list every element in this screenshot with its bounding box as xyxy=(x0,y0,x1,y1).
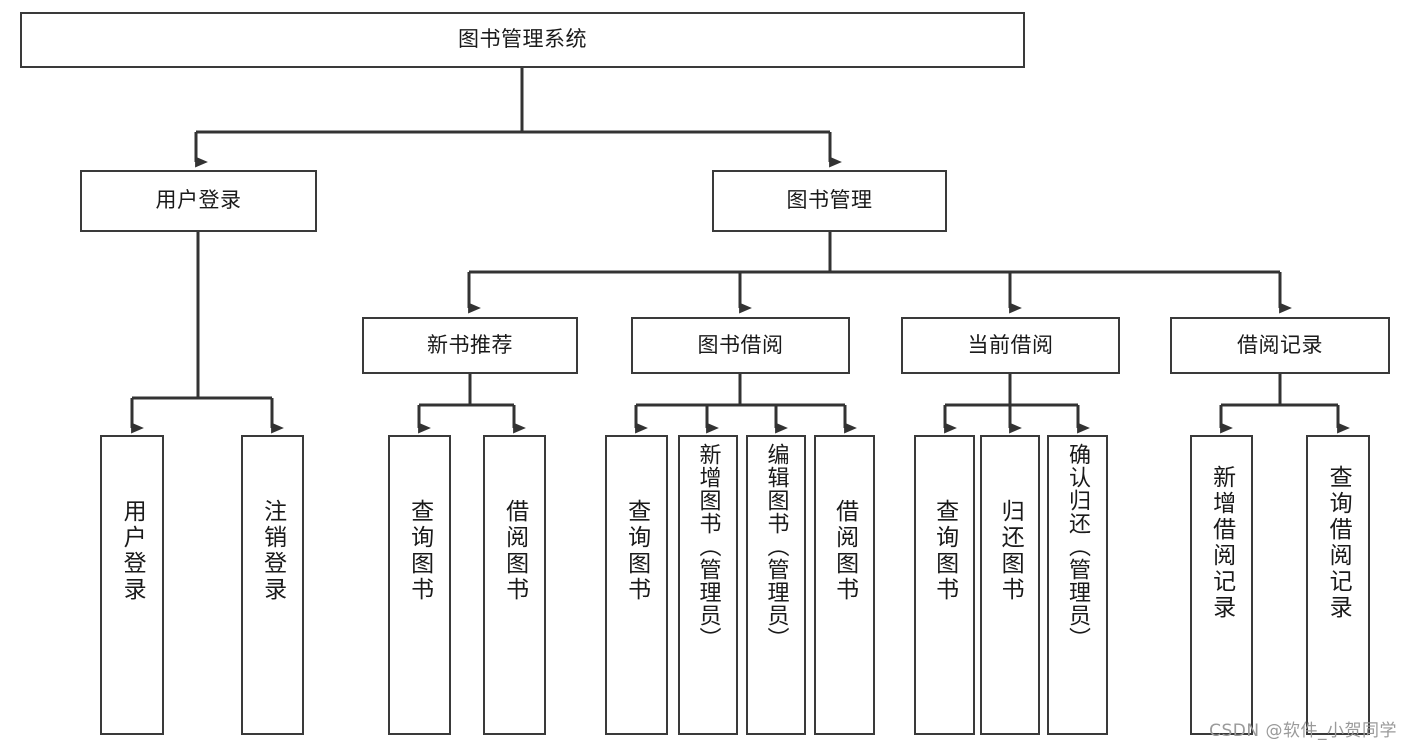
node-leaf-query-record-label: 查询借阅记录 xyxy=(1325,465,1352,621)
node-leaf-add-record[interactable]: 新增借阅记录 xyxy=(1190,435,1253,735)
node-leaf-user-login-label: 用户登录 xyxy=(119,499,146,603)
node-book-borrow-label: 图书借阅 xyxy=(697,332,784,357)
node-leaf-query-book-2-label: 查询图书 xyxy=(623,499,650,603)
node-leaf-borrow-book-1[interactable]: 借阅图书 xyxy=(483,435,546,735)
node-leaf-add-book[interactable]: 新增图书（管理员） xyxy=(678,435,738,735)
node-new-book-recommend[interactable]: 新书推荐 xyxy=(362,317,578,374)
node-book-borrow[interactable]: 图书借阅 xyxy=(631,317,850,374)
node-leaf-query-book-3[interactable]: 查询图书 xyxy=(914,435,975,735)
node-book-manage[interactable]: 图书管理 xyxy=(712,170,947,232)
node-leaf-user-logout-label: 注销登录 xyxy=(259,499,286,603)
node-current-borrow[interactable]: 当前借阅 xyxy=(901,317,1120,374)
node-leaf-query-book-3-label: 查询图书 xyxy=(931,499,958,603)
node-leaf-query-record[interactable]: 查询借阅记录 xyxy=(1306,435,1370,735)
node-current-borrow-label: 当前借阅 xyxy=(967,332,1054,357)
node-user-login[interactable]: 用户登录 xyxy=(80,170,317,232)
node-borrow-record[interactable]: 借阅记录 xyxy=(1170,317,1390,374)
node-root-label: 图书管理系统 xyxy=(458,27,587,52)
node-leaf-query-book-1-label: 查询图书 xyxy=(406,499,433,603)
node-leaf-query-book-1[interactable]: 查询图书 xyxy=(388,435,451,735)
node-leaf-query-book-2[interactable]: 查询图书 xyxy=(605,435,668,735)
node-leaf-borrow-book-1-label: 借阅图书 xyxy=(501,499,528,603)
watermark: CSDN @软件_小贺同学 xyxy=(1209,721,1397,741)
node-leaf-confirm-return-label: 确认归还（管理员） xyxy=(1065,443,1091,650)
node-leaf-add-record-label: 新增借阅记录 xyxy=(1208,465,1235,621)
node-leaf-confirm-return[interactable]: 确认归还（管理员） xyxy=(1047,435,1108,735)
node-leaf-edit-book[interactable]: 编辑图书（管理员） xyxy=(746,435,806,735)
node-new-book-recommend-label: 新书推荐 xyxy=(427,332,513,357)
node-leaf-return-book[interactable]: 归还图书 xyxy=(980,435,1040,735)
node-leaf-borrow-book-2[interactable]: 借阅图书 xyxy=(814,435,875,735)
node-leaf-user-login[interactable]: 用户登录 xyxy=(100,435,164,735)
node-leaf-add-book-label: 新增图书（管理员） xyxy=(695,443,721,650)
node-user-login-label: 用户登录 xyxy=(155,188,242,213)
node-leaf-user-logout[interactable]: 注销登录 xyxy=(241,435,304,735)
node-borrow-record-label: 借阅记录 xyxy=(1237,332,1323,357)
node-leaf-borrow-book-2-label: 借阅图书 xyxy=(831,499,858,603)
node-root[interactable]: 图书管理系统 xyxy=(20,12,1025,68)
node-leaf-return-book-label: 归还图书 xyxy=(997,499,1024,603)
node-leaf-edit-book-label: 编辑图书（管理员） xyxy=(763,443,789,650)
node-book-manage-label: 图书管理 xyxy=(786,188,873,213)
